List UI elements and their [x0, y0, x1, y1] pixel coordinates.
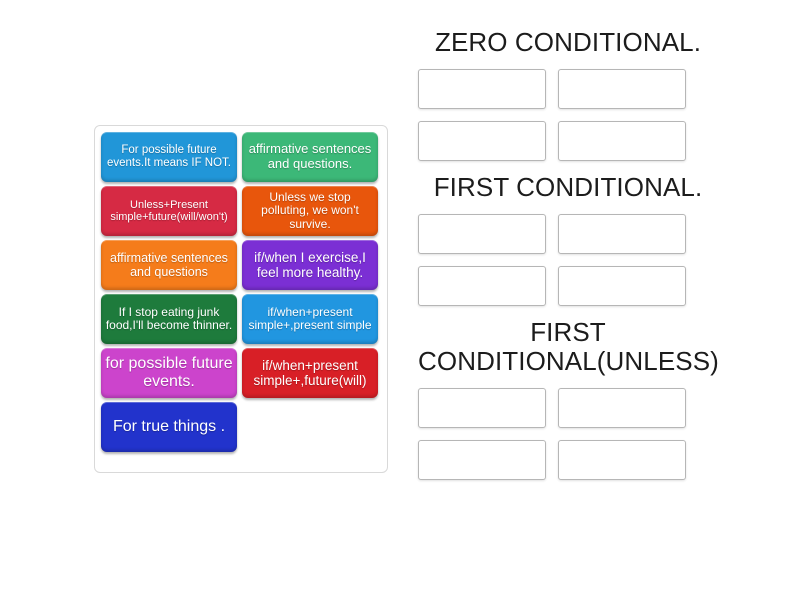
answer-tile-label: Unless we stop polluting, we won't survi…: [261, 189, 359, 231]
drop-zone-title: FIRST CONDITIONAL.: [433, 172, 703, 203]
drop-slot[interactable]: [418, 214, 546, 255]
answer-tile[interactable]: For true things .: [101, 402, 237, 452]
drop-slot[interactable]: [558, 69, 686, 110]
answer-tile-label: if/when+present simple+,present simple: [248, 304, 372, 332]
drop-zone-group: FIRST CONDITIONAL.: [418, 172, 718, 307]
answer-tile[interactable]: for possible future events.: [101, 348, 237, 398]
answer-tile[interactable]: Unless+Present simple+future(will/won't): [101, 186, 237, 236]
drop-zone-row: [418, 69, 718, 110]
drop-slot[interactable]: [558, 388, 686, 429]
drop-zone-row: [418, 440, 718, 481]
drop-zone-title: FIRST CONDITIONAL(UNLESS): [418, 317, 719, 377]
drop-zone-row: [418, 214, 718, 255]
tile-grid: For possible future events.It means IF N…: [101, 132, 382, 452]
answer-tile-label: if/when I exercise,I feel more healthy.: [254, 249, 366, 280]
answer-tile[interactable]: For possible future events.It means IF N…: [101, 132, 237, 182]
answer-tile-label: affirmative sentences and questions.: [248, 141, 372, 171]
drop-zone-group: FIRST CONDITIONAL(UNLESS): [418, 317, 719, 481]
answer-tile[interactable]: if/when+present simple+,future(will): [242, 348, 378, 398]
answer-tile[interactable]: If I stop eating junk food,I'll become t…: [101, 294, 237, 344]
tile-tray: For possible future events.It means IF N…: [94, 125, 388, 473]
drop-zone-row: [418, 266, 718, 307]
drop-zone-row: [418, 388, 718, 429]
answer-tile-label: If I stop eating junk food,I'll become t…: [105, 304, 233, 332]
drop-slot[interactable]: [418, 266, 546, 307]
drop-zone-title: ZERO CONDITIONAL.: [434, 27, 702, 57]
answer-tile-label: For possible future events.It means IF N…: [107, 144, 231, 169]
drop-slot[interactable]: [558, 214, 686, 255]
answer-tile-label: if/when+present simple+,future(will): [253, 357, 367, 388]
answer-tile-label: affirmative sentences and questions: [110, 251, 228, 279]
answer-tile[interactable]: affirmative sentences and questions: [101, 240, 237, 290]
drop-slot[interactable]: [418, 69, 546, 110]
answer-tile-label: Unless+Present simple+future(will/won't): [110, 198, 228, 223]
drop-zone-columns: ZERO CONDITIONAL. FIRST CONDITIONAL. FIRST…: [418, 27, 719, 492]
answer-tile[interactable]: if/when+present simple+,present simple: [242, 294, 378, 344]
drop-slot[interactable]: [418, 121, 546, 162]
drop-zone-row: [418, 121, 718, 162]
drop-slot[interactable]: [558, 266, 686, 307]
answer-tile[interactable]: Unless we stop polluting, we won't survi…: [242, 186, 378, 236]
drop-slot[interactable]: [558, 121, 686, 162]
drop-zone-group: ZERO CONDITIONAL.: [418, 27, 718, 162]
answer-tile[interactable]: if/when I exercise,I feel more healthy.: [242, 240, 378, 290]
answer-tile-label: For true things .: [112, 418, 226, 436]
answer-tile-label: for possible future events.: [105, 355, 233, 390]
drop-slot[interactable]: [418, 388, 546, 429]
answer-tile[interactable]: affirmative sentences and questions.: [242, 132, 378, 182]
drop-slot[interactable]: [418, 440, 546, 481]
drop-slot[interactable]: [558, 440, 686, 481]
